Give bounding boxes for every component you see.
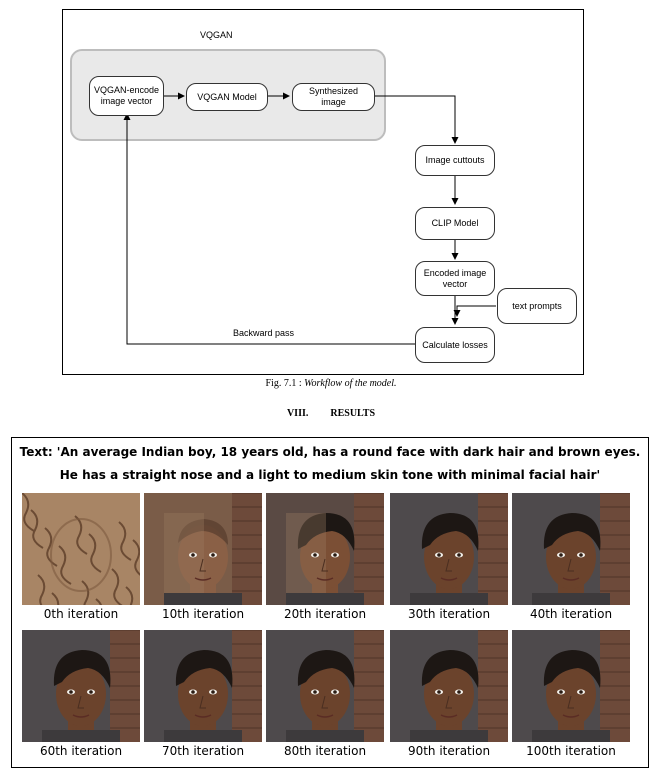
iteration-tile: 70th iteration (144, 630, 262, 758)
prompt-line-1: Text: 'An average Indian boy, 18 years o… (19, 445, 641, 459)
node-text-prompts: text prompts (497, 288, 577, 324)
iteration-tile: 100th iteration (512, 630, 630, 758)
results-figure: Text: 'An average Indian boy, 18 years o… (11, 437, 649, 768)
iteration-label: 90th iteration (407, 744, 491, 758)
vqgan-group-label: VQGAN (200, 30, 233, 40)
iteration-label: 0th iteration (43, 607, 119, 621)
backward-pass-label: Backward pass (233, 328, 295, 338)
section-number: VIII. (286, 408, 309, 419)
generated-face-image (22, 630, 140, 742)
iteration-tile: 30th iteration (390, 493, 508, 621)
iteration-label: 80th iteration (283, 744, 367, 758)
arrow-backward-pass (123, 113, 415, 345)
iteration-tile: 20th iteration (266, 493, 384, 621)
iteration-tile: 90th iteration (390, 630, 508, 758)
arrow-synth-cutouts (375, 95, 459, 144)
iteration-tile: 80th iteration (266, 630, 384, 758)
iteration-label: 100th iteration (526, 744, 616, 758)
diagram-connectors (123, 92, 496, 345)
section-title: RESULTS (330, 408, 376, 419)
generated-face-image (390, 630, 508, 742)
iteration-tile: 0th iteration (22, 493, 140, 621)
arrow-prompts-losses (453, 305, 496, 317)
caption-title: Workflow of the model. (304, 378, 397, 389)
section-heading: VIII. RESULTS (0, 408, 662, 419)
workflow-diagram: VQGAN VQGAN-encode image vector VQGAN Mo… (62, 9, 584, 375)
iteration-label: 30th iteration (407, 607, 491, 621)
figure-caption: Fig. 7.1 : Workflow of the model. (0, 378, 662, 389)
iteration-label: 40th iteration (529, 607, 613, 621)
iteration-label: 20th iteration (283, 607, 367, 621)
node-synthesized-image: Synthesized image (292, 83, 375, 111)
node-encoded-image-vector: Encoded image vector (415, 261, 495, 296)
node-clip-model: CLIP Model (415, 207, 495, 240)
node-vqgan-model: VQGAN Model (186, 83, 268, 111)
node-calculate-losses: Calculate losses (415, 327, 495, 363)
generated-face-image (22, 493, 140, 605)
generated-face-image (266, 493, 384, 605)
generated-face-image (512, 630, 630, 742)
iteration-label: 10th iteration (161, 607, 245, 621)
generated-face-image (512, 493, 630, 605)
prompt-line-2: He has a straight nose and a light to me… (59, 468, 601, 482)
generated-face-image (390, 493, 508, 605)
iteration-tile: 60th iteration (22, 630, 140, 758)
generated-face-image (144, 630, 262, 742)
caption-prefix: Fig. 7.1 : (265, 378, 305, 389)
iteration-tile: 10th iteration (144, 493, 262, 621)
iteration-tile: 40th iteration (512, 493, 630, 621)
generated-face-image (144, 493, 262, 605)
node-image-cutouts: Image cuttouts (415, 145, 495, 176)
iteration-label: 70th iteration (161, 744, 245, 758)
node-vqgan-encode: VQGAN-encode image vector (89, 76, 164, 116)
generated-face-image (266, 630, 384, 742)
iteration-label: 60th iteration (39, 744, 123, 758)
